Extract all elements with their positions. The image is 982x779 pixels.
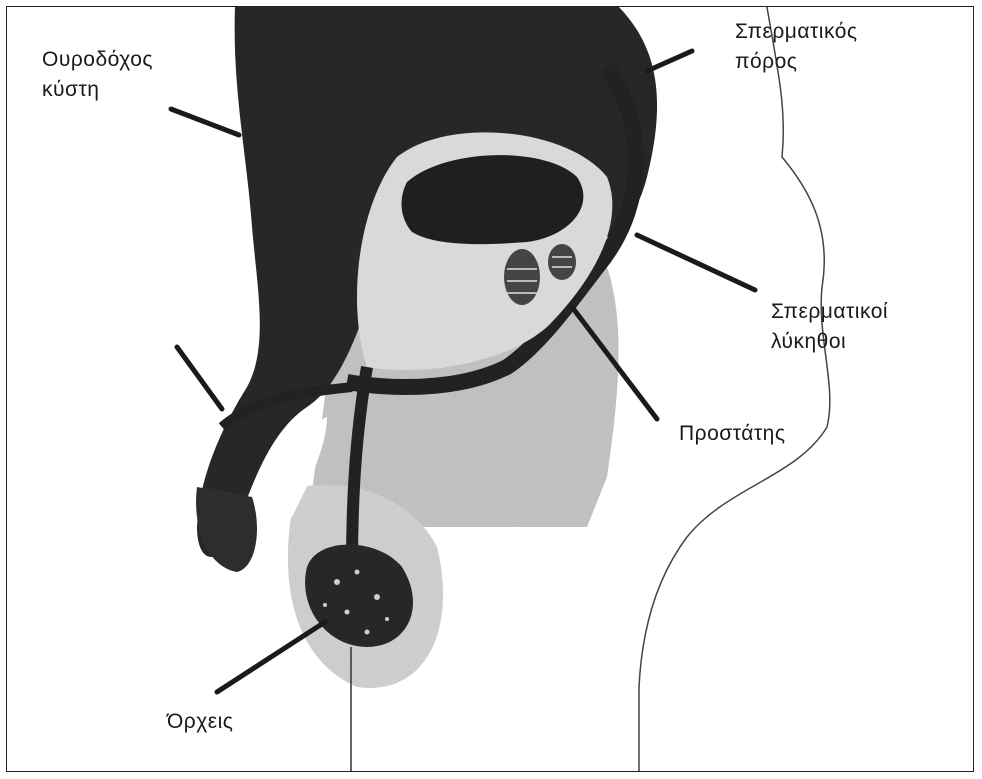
label-vesicles-line1: Σπερματικοί [771, 297, 888, 327]
leader-vesicles [637, 235, 755, 290]
label-bladder-line1: Ουροδόχος [42, 45, 153, 75]
label-bladder-line2: κύστη [42, 75, 153, 105]
leader-bladder [171, 109, 239, 135]
label-vas-line1: Σπερματικός [735, 17, 858, 47]
leader-penis [177, 347, 222, 409]
body-outline [639, 7, 830, 772]
leader-testes [217, 622, 325, 692]
anatomy-illustration [7, 7, 974, 772]
label-prostate: Προστάτης [679, 419, 786, 449]
label-seminal-vesicles: Σπερματικοί λύκηθοι [771, 297, 888, 357]
glans [196, 487, 257, 572]
label-testes-text: Όρχεις [167, 707, 233, 737]
label-testes: Όρχεις [167, 707, 233, 737]
label-bladder: Ουροδόχος κύστη [42, 45, 153, 105]
label-prostate-text: Προστάτης [679, 419, 786, 449]
leader-vas [647, 51, 692, 71]
diagram-frame: Ουροδόχος κύστη Σπερματικός πόρος Σπερμα… [6, 6, 974, 772]
label-vas-line2: πόρος [735, 47, 858, 77]
label-vesicles-line2: λύκηθοι [771, 327, 888, 357]
label-vas-deferens: Σπερματικός πόρος [735, 17, 858, 77]
